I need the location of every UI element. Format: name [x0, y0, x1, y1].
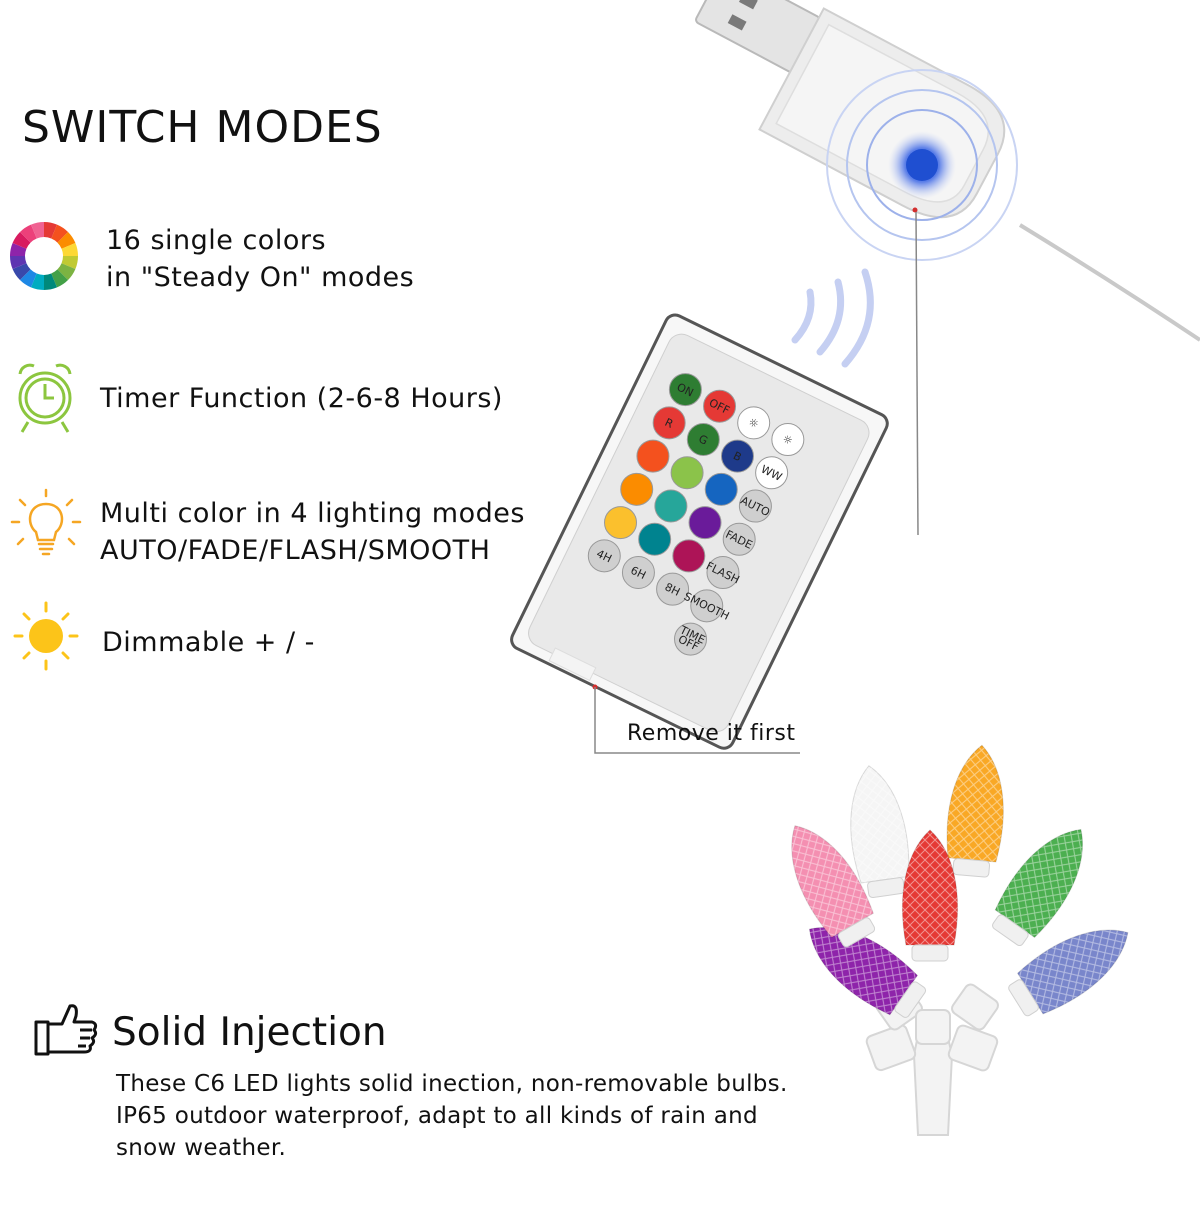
remote-smooth-button[interactable] — [690, 589, 724, 623]
remote-4h-button[interactable] — [587, 539, 621, 573]
remote-brightness-up-button[interactable] — [737, 406, 771, 440]
solid-injection-title: Solid Injection — [112, 1010, 387, 1055]
feature-timer-line1: Timer Function (2-6-8 Hours) — [100, 383, 503, 414]
remote-g-button[interactable] — [686, 422, 720, 456]
remote-4h-button-label: 4H — [594, 547, 613, 565]
remote-control: ONOFF☼RGBWWAUTOFADEFLASH4H6H8HSMOOTH☼TIM… — [510, 313, 889, 754]
remote-6h-button-label: 6H — [629, 564, 648, 582]
remote-brightness-down-label: ☼ — [783, 434, 793, 447]
color-wheel-segment — [10, 256, 27, 270]
alarm-clock-icon — [18, 363, 72, 433]
solid-body-line1: These C6 LED lights solid inection, non-… — [116, 1071, 788, 1097]
feature-colors-text: 16 single colors in "Steady On" modes — [106, 222, 414, 296]
remote-color-button[interactable] — [636, 439, 670, 473]
remote-ww-button[interactable] — [755, 456, 789, 490]
remote-6h-button[interactable] — [621, 555, 655, 589]
feature-modes-line2: AUTO/FADE/FLASH/SMOOTH — [100, 535, 491, 566]
pink-bulb — [791, 825, 876, 948]
color-wheel-segment — [19, 269, 37, 288]
remote-color-button[interactable] — [654, 489, 688, 523]
remote-flash-button[interactable] — [706, 556, 740, 590]
thumbs-up-icon — [34, 1004, 98, 1056]
color-wheel-segment — [19, 224, 37, 243]
white-bulb — [850, 765, 910, 898]
color-wheel-segment — [44, 222, 58, 239]
red-bulb — [901, 829, 959, 962]
color-wheel-segment — [51, 269, 69, 288]
solid-body-line2: IP65 outdoor waterproof, adapt to all ki… — [116, 1103, 758, 1129]
color-wheel-segment — [51, 224, 69, 243]
feature-colors-line1: 16 single colors — [106, 225, 327, 256]
green-bulb — [992, 828, 1083, 947]
color-wheel-segment — [30, 273, 44, 290]
color-wheel-segment — [61, 256, 78, 270]
remote-color-button[interactable] — [688, 506, 722, 540]
solid-body-line3: snow weather. — [116, 1135, 287, 1161]
feature-colors-line2: in "Steady On" modes — [106, 262, 415, 293]
remote-auto-button[interactable] — [738, 489, 772, 523]
remove-label: Remove it first — [627, 721, 796, 746]
remote-color-button[interactable] — [670, 456, 704, 490]
color-wheel-segment — [12, 263, 31, 281]
remote-off-button[interactable] — [703, 389, 737, 423]
remote-color-button[interactable] — [638, 522, 672, 556]
color-wheel-segment — [61, 242, 78, 256]
usb-receiver-image — [695, 0, 1200, 536]
feature-timer-text: Timer Function (2-6-8 Hours) — [100, 380, 503, 417]
remote-8h-button-label: 8H — [663, 580, 682, 598]
led-bulbs-image — [791, 744, 1129, 1136]
feature-dimmable-line1: Dimmable + / - — [102, 627, 315, 658]
page-title: SWITCH MODES — [22, 102, 383, 153]
remote-color-button[interactable] — [620, 472, 654, 506]
color-wheel-segment — [12, 231, 31, 249]
light-bulb-icon — [10, 488, 82, 556]
feature-modes-line1: Multi color in 4 lighting modes — [100, 498, 525, 529]
feature-modes-text: Multi color in 4 lighting modes AUTO/FAD… — [100, 495, 525, 569]
remote-b-button[interactable] — [720, 439, 754, 473]
remote-color-button[interactable] — [604, 506, 638, 540]
remote-brightness-down-button[interactable] — [771, 423, 805, 457]
color-wheel-segment — [57, 231, 76, 249]
color-wheel-icon — [10, 222, 78, 290]
remote-on-button[interactable] — [668, 373, 702, 407]
sun-icon — [13, 601, 79, 671]
color-wheel-segment — [30, 222, 44, 239]
orange-bulb — [946, 744, 1004, 878]
color-wheel-segment — [10, 242, 27, 256]
remote-fade-button[interactable] — [722, 522, 756, 556]
remote-color-button[interactable] — [672, 539, 706, 573]
color-wheel-segment — [57, 263, 76, 281]
remote-r-button[interactable] — [652, 406, 686, 440]
color-wheel-segment — [44, 273, 58, 290]
remote-color-button[interactable] — [704, 472, 738, 506]
solid-injection-body: These C6 LED lights solid inection, non-… — [116, 1068, 816, 1164]
remote-8h-button[interactable] — [656, 572, 690, 606]
feature-dimmable-text: Dimmable + / - — [102, 624, 315, 661]
remote-time-off-button[interactable] — [674, 622, 708, 656]
blue-bulb — [1008, 929, 1129, 1017]
